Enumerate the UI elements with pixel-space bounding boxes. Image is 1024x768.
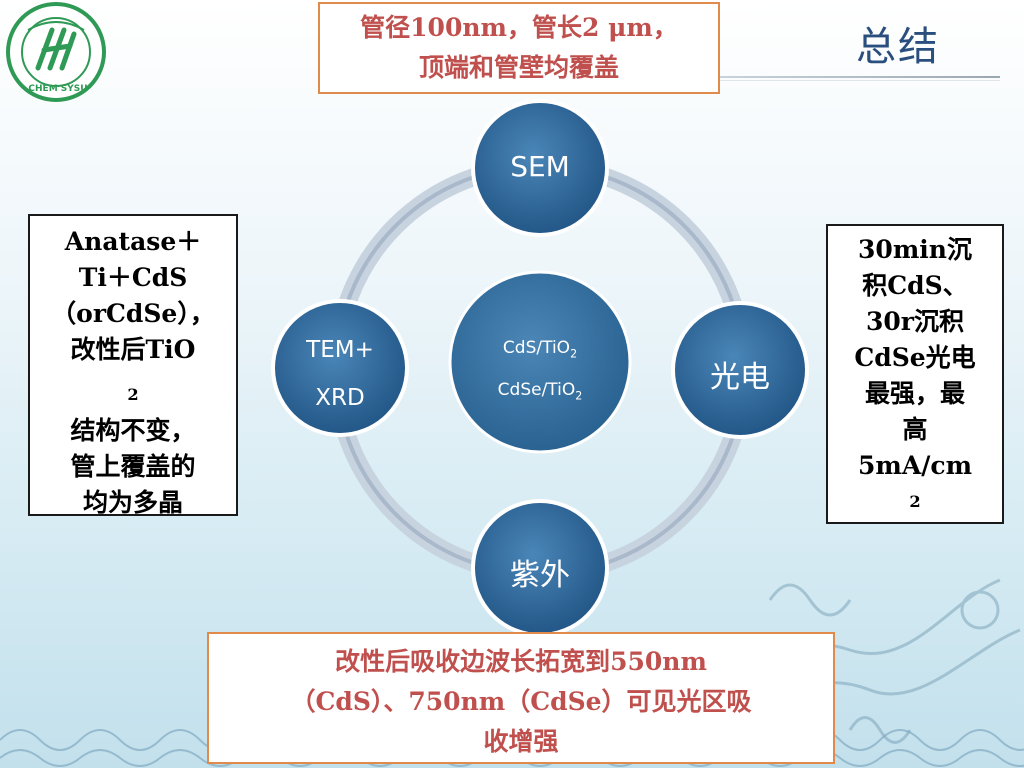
bottom-callout-line3: 收增强 — [483, 727, 559, 756]
node-tem-xrd-label: TEM+ XRD — [280, 326, 400, 422]
center-label-line1: CdS/TiO2 — [502, 338, 578, 361]
center-label-line2: CdSe/TiO2 — [497, 380, 583, 403]
school-logo — [6, 2, 106, 102]
left-note-line5: 结构不变， — [70, 416, 196, 445]
node-xrd-label: XRD — [315, 385, 365, 411]
center-node-label: CdS/TiO2 CdSe/TiO2 — [450, 330, 630, 415]
bottom-callout: 改性后吸收边波长拓宽到550nm （CdS）、750nm（CdSe）可见光区吸 … — [207, 632, 835, 764]
node-sem-label: SEM — [510, 150, 570, 183]
bottom-callout-line1: 改性后吸收边波长拓宽到550nm — [335, 647, 707, 676]
top-callout-line2: 顶端和管壁均覆盖 — [418, 53, 619, 82]
right-note-line6: 高 — [902, 415, 928, 444]
right-note-line4: CdSe光电 — [854, 343, 976, 372]
top-callout-line1: 管径100nm，管长2 μm， — [360, 13, 678, 42]
logo-caption: CHEM SYSU — [28, 84, 88, 94]
right-note-line5: 最强，最 — [864, 379, 965, 408]
right-note-line2: 积CdS、 — [862, 271, 968, 300]
right-note-line3: 30r沉积 — [866, 307, 964, 336]
bottom-callout-line2: （CdS）、750nm（CdSe）可见光区吸 — [290, 687, 752, 716]
title-underline-thin — [720, 80, 1000, 81]
node-tem-label: TEM+ — [306, 337, 374, 363]
title-underline — [720, 76, 1000, 78]
left-note-line7: 均为多晶 — [82, 488, 183, 517]
left-note-line1: Anatase＋ — [64, 227, 202, 256]
right-note-line1: 30min沉 — [858, 235, 972, 264]
top-callout: 管径100nm，管长2 μm， 顶端和管壁均覆盖 — [318, 2, 720, 94]
left-note-line2: Ti＋CdS — [78, 263, 188, 292]
page-title: 总结 — [856, 24, 940, 70]
left-note-line6: 管上覆盖的 — [70, 452, 196, 481]
node-uv-label: 紫外 — [510, 558, 570, 593]
node-photoelectric-label: 光电 — [710, 360, 770, 395]
left-note-line3: （orCdSe）， — [51, 299, 215, 328]
